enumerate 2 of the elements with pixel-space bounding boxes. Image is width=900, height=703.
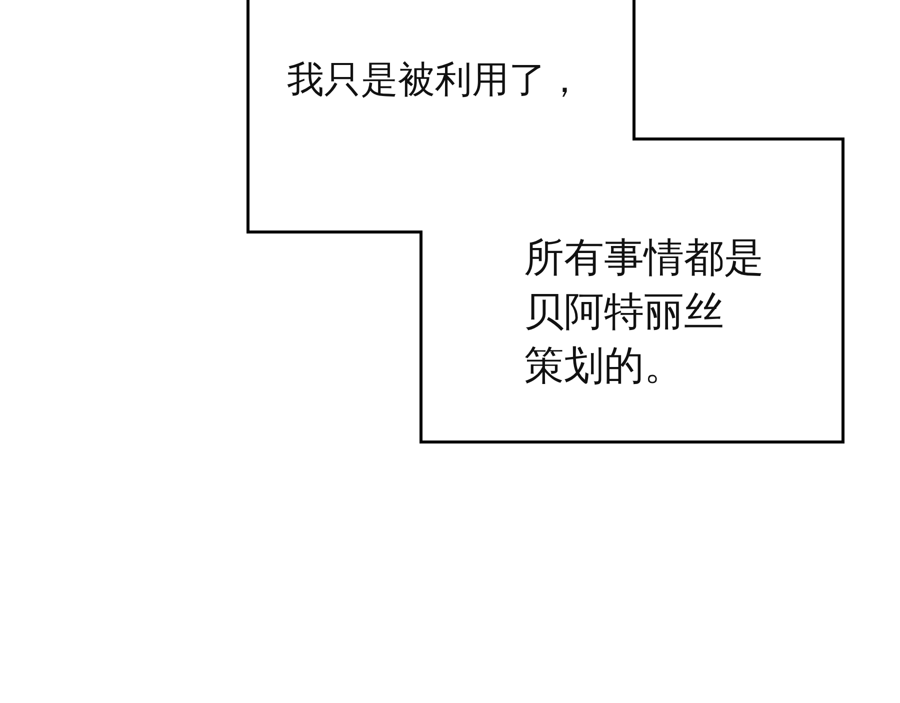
- speech-text: 我只是被利用了，: [287, 57, 583, 103]
- speech-text: 所有事情都是贝阿特丽丝策划的。: [524, 234, 764, 391]
